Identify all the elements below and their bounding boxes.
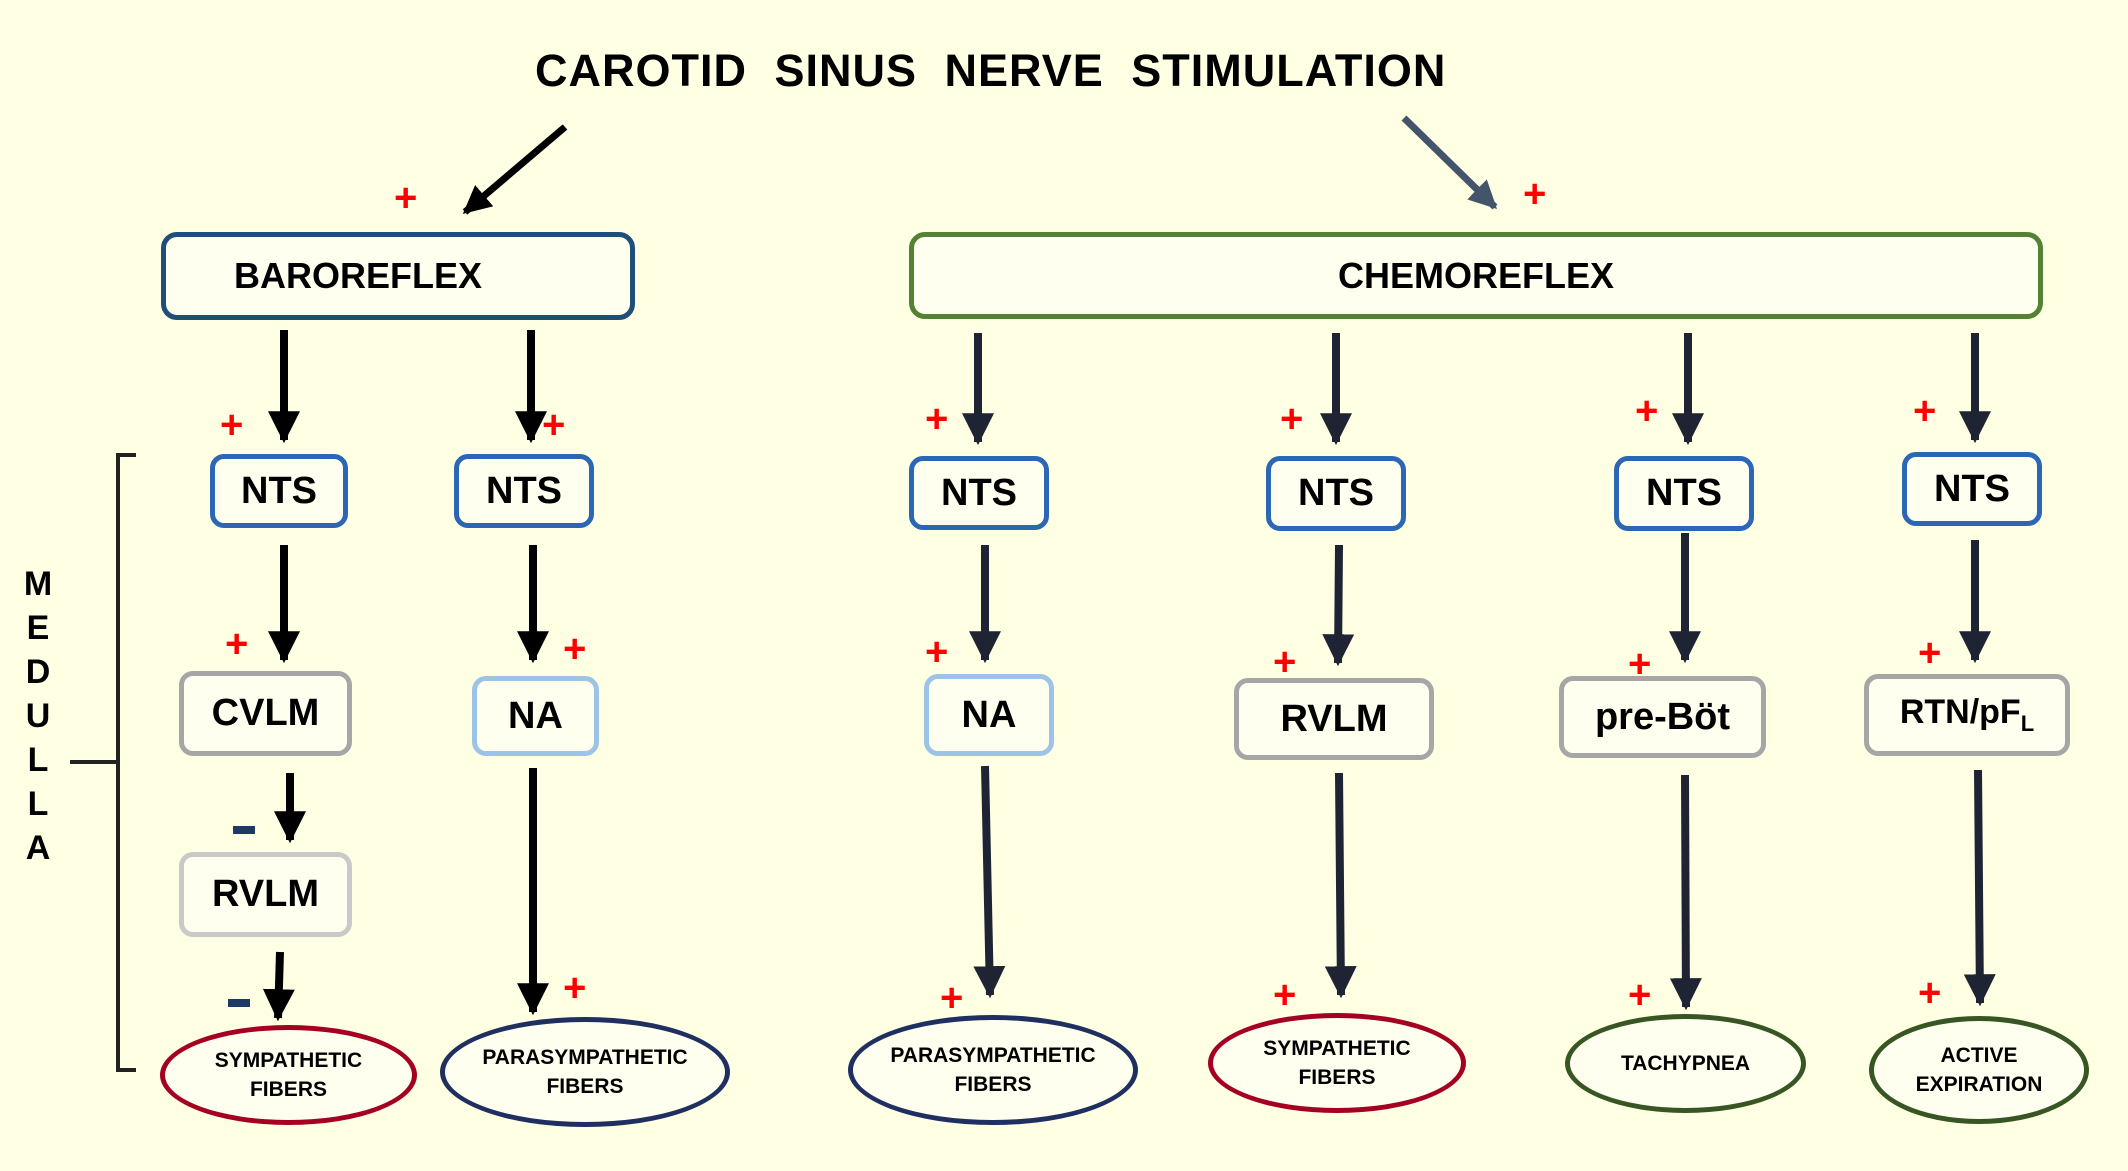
output-line-2: FIBERS xyxy=(249,1078,327,1101)
plus-sign: + xyxy=(542,403,566,447)
rvlm-label: RVLM xyxy=(212,873,319,915)
nts-box-baro-2: NTS xyxy=(454,454,594,528)
rtn-pfl-label: RTN/pFL xyxy=(1900,693,2034,737)
ellipse-text: PARASYMPATHETIC FIBERS xyxy=(890,1041,1095,1099)
plus-sign: + xyxy=(925,630,949,674)
plus-sign: + xyxy=(1273,640,1297,684)
sympathetic-fibers-chemo: SYMPATHETIC FIBERS xyxy=(1208,1013,1466,1113)
nts-box-chemo-3: NTS xyxy=(1614,456,1754,531)
rtn-pfl-box: RTN/pFL xyxy=(1864,674,2070,756)
plus-sign: + xyxy=(563,966,587,1010)
output-line-1: PARASYMPATHETIC xyxy=(482,1046,688,1069)
plus-sign: + xyxy=(220,403,244,447)
nts-box-baro-1: NTS xyxy=(210,454,348,528)
plus-sign: + xyxy=(394,176,418,220)
cvlm-label: CVLM xyxy=(211,692,320,734)
parasympathetic-fibers-baro: PARASYMPATHETIC FIBERS xyxy=(440,1017,730,1127)
output-line-2: FIBERS xyxy=(546,1075,624,1098)
ellipse-text: ACTIVE EXPIRATION xyxy=(1916,1041,2043,1099)
parasympathetic-fibers-chemo: PARASYMPATHETIC FIBERS xyxy=(848,1015,1138,1125)
cvlm-box: CVLM xyxy=(179,671,352,756)
na-label: NA xyxy=(961,693,1017,736)
na-label: NA xyxy=(508,694,563,737)
plus-sign: + xyxy=(1913,389,1937,433)
rtn-pf-text: RTN/pF xyxy=(1899,693,2021,732)
nts-box-chemo-4: NTS xyxy=(1902,452,2042,526)
plus-sign: + xyxy=(563,627,587,671)
nts-label: NTS xyxy=(941,471,1017,514)
output-line-1: PARASYMPATHETIC xyxy=(890,1044,1096,1067)
output-line-2: EXPIRATION xyxy=(1915,1073,2043,1096)
sympathetic-fibers-baro: SYMPATHETIC FIBERS xyxy=(160,1025,417,1125)
preboet-box: pre-Böt xyxy=(1559,676,1766,758)
nts-label: NTS xyxy=(1934,467,2010,510)
nts-label: NTS xyxy=(241,469,317,512)
output-line-1: SYMPATHETIC xyxy=(214,1049,363,1072)
arrow-baro-symp xyxy=(262,951,295,1022)
ellipse-text: PARASYMPATHETIC FIBERS xyxy=(482,1043,687,1101)
baroreflex-label: BAROREFLEX xyxy=(234,255,483,296)
plus-sign: + xyxy=(1273,973,1297,1017)
arrow-chemo-symp xyxy=(1324,772,1357,999)
active-expiration-ellipse: ACTIVE EXPIRATION xyxy=(1869,1016,2089,1124)
plus-sign: + xyxy=(1918,971,1942,1015)
rvlm-box-baro: RVLM xyxy=(179,852,352,937)
plus-sign: + xyxy=(925,397,949,441)
plus-sign: + xyxy=(1635,389,1659,433)
plus-sign: + xyxy=(1280,397,1304,441)
plus-sign: + xyxy=(1628,973,1652,1017)
minus-sign xyxy=(228,999,250,1007)
arrow-chemo-rvlm xyxy=(1322,544,1355,667)
arrow-to-baroreflex xyxy=(462,124,568,215)
minus-sign xyxy=(233,826,255,834)
nts-label: NTS xyxy=(1646,472,1722,514)
baroreflex-box: BAROREFLEX xyxy=(161,232,635,320)
nts-box-chemo-1: NTS xyxy=(909,456,1049,530)
medulla-label: M E D U L L A xyxy=(23,565,53,867)
arrow-chemo-para xyxy=(973,765,1006,999)
plus-sign: + xyxy=(1523,172,1547,216)
ellipse-text: SYMPATHETIC FIBERS xyxy=(215,1046,362,1104)
plus-sign: + xyxy=(940,976,964,1020)
tachypnea-ellipse: TACHYPNEA xyxy=(1565,1014,1806,1113)
page-title: CAROTID SINUS NERVE STIMULATION xyxy=(535,45,1447,96)
arrow-chemo-expiration xyxy=(1963,769,1996,1007)
nts-label: NTS xyxy=(1298,472,1374,514)
na-box-chemo: NA xyxy=(924,674,1054,756)
ellipse-text: TACHYPNEA xyxy=(1621,1049,1750,1078)
output-line-2: FIBERS xyxy=(954,1073,1032,1096)
arrow-to-chemoreflex xyxy=(1401,115,1498,210)
rvlm-box-chemo: RVLM xyxy=(1234,678,1434,760)
rtn-subscript: L xyxy=(2020,710,2035,736)
output-line-1: ACTIVE xyxy=(1940,1044,2018,1067)
chemoreflex-label: CHEMOREFLEX xyxy=(1337,254,1614,296)
output-line-1: SYMPATHETIC xyxy=(1263,1037,1411,1060)
plus-sign: + xyxy=(225,622,249,666)
ellipse-text: SYMPATHETIC FIBERS xyxy=(1263,1034,1410,1092)
output-line-2: FIBERS xyxy=(1298,1066,1376,1089)
na-box-baro: NA xyxy=(472,676,599,756)
medulla-bracket xyxy=(70,453,136,1072)
arrow-chemo-tachypnea xyxy=(1669,774,1702,1011)
preboet-label: pre-Böt xyxy=(1594,695,1731,738)
nts-box-chemo-2: NTS xyxy=(1266,456,1406,531)
output-line-1: TACHYPNEA xyxy=(1620,1052,1751,1075)
plus-sign: + xyxy=(1628,642,1652,686)
chemoreflex-box: CHEMOREFLEX xyxy=(909,232,2043,319)
nts-label: NTS xyxy=(486,469,562,512)
rvlm-label: RVLM xyxy=(1280,697,1388,740)
plus-sign: + xyxy=(1918,631,1942,675)
